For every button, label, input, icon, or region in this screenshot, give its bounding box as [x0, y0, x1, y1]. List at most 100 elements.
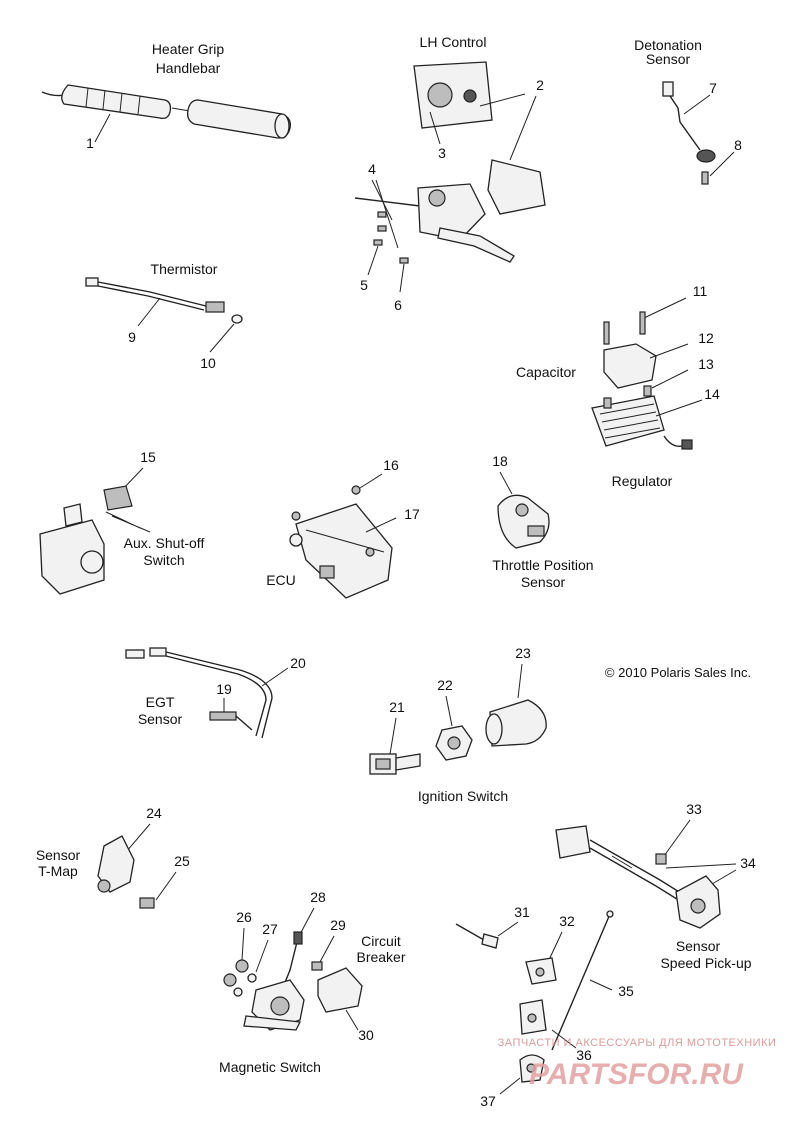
callout-26: 26: [236, 909, 252, 925]
ecu-body: [295, 503, 393, 599]
speed-pickup-clip: [655, 853, 667, 865]
watermark-tagline: ЗАПЧАСТИ И АКСЕССУАРЫ ДЛЯ МОТОТЕХНИКИ: [498, 1037, 777, 1049]
callout-17: 17: [404, 506, 420, 522]
callout-24: 24: [146, 805, 162, 821]
callout-23: 23: [515, 645, 531, 661]
callout-19: 19: [216, 681, 232, 697]
watermark-brand: PARTSFOR.RU: [529, 1058, 744, 1091]
callout-30: 30: [358, 1027, 374, 1043]
capacitor-screw-right: [639, 311, 646, 335]
detonation-bolt: [701, 171, 709, 185]
heater-grip-element: [61, 84, 172, 120]
capacitor-regulator-group: 11 Capacitor 12 13 14 Regulator: [516, 283, 720, 489]
detonation-label-line1: Detonation: [634, 37, 702, 53]
tps-label-line2: Sensor: [521, 574, 566, 590]
callout-35: 35: [618, 983, 634, 999]
ignition-switch-body: [489, 699, 547, 747]
nut-26b: [223, 973, 237, 987]
brake-lever: [437, 227, 515, 263]
callout-3: 3: [438, 145, 446, 161]
aux-switch-housing: [39, 519, 105, 595]
capacitor-label: Capacitor: [516, 364, 576, 380]
thermistor-label: Thermistor: [151, 261, 218, 277]
callout-28: 28: [310, 889, 326, 905]
push-rivet-pin: [455, 923, 485, 941]
nut-26a: [235, 959, 249, 973]
tps-group: 18 Throttle Position Sensor: [492, 453, 593, 590]
screw-4a: [377, 211, 387, 218]
tmap-sensor-body: [97, 835, 135, 893]
handlebar-grip-tube: [186, 99, 291, 139]
callout-32: 32: [559, 913, 575, 929]
regulator-label: Regulator: [612, 473, 673, 489]
aux-switch-button: [103, 485, 133, 511]
callout-25: 25: [174, 853, 190, 869]
magnetic-switch-wire-end: [293, 931, 303, 945]
callout-9: 9: [128, 329, 136, 345]
callout-18: 18: [492, 453, 508, 469]
egt-label-line2: Sensor: [138, 711, 183, 727]
ecu-group: 16 17 ECU: [266, 457, 420, 599]
screw-5: [373, 239, 383, 246]
regulator-spacer: [643, 385, 652, 397]
heater-grip-label-line2: Handlebar: [156, 60, 221, 76]
callout-7: 7: [709, 80, 717, 96]
callout-11: 11: [693, 283, 708, 299]
tmap-sensor-group: Sensor T-Map 24 25: [36, 805, 190, 909]
circuit-breaker-label-line1: Circuit: [361, 933, 401, 949]
thermistor-probe: [205, 301, 225, 313]
egt-connector-a: [125, 649, 145, 659]
callout-5: 5: [360, 277, 368, 293]
callout-31: 31: [514, 904, 530, 920]
callout-12: 12: [698, 330, 714, 346]
aux-shutoff-label-line2: Switch: [143, 552, 184, 568]
callout-34: 34: [740, 855, 756, 871]
washer-27b: [233, 987, 243, 997]
egt-sensor-group: 20 19 EGT Sensor: [125, 647, 306, 739]
regulator-connector: [681, 439, 693, 450]
thermistor-connector: [85, 277, 99, 287]
heater-grip-label-line1: Heater Grip: [152, 41, 225, 57]
capacitor-body: [603, 343, 657, 389]
tmap-screw: [139, 897, 155, 909]
callout-10: 10: [200, 355, 216, 371]
callout-6: 6: [394, 297, 402, 313]
callout-14: 14: [704, 386, 720, 402]
egt-connector-b: [149, 647, 167, 657]
speed-pickup-group: 33 34 Sensor Speed Pick-up: [555, 801, 756, 971]
lh-control-knob: [427, 82, 453, 108]
screw-4b: [377, 225, 387, 232]
speed-pickup-label-line1: Sensor: [676, 938, 721, 954]
callout-27: 27: [262, 921, 278, 937]
fasteners-group: 31 32 35 36 37: [455, 904, 634, 1109]
lh-control-housing-top: [413, 61, 493, 129]
callout-2: 2: [536, 77, 544, 93]
callout-1: 1: [86, 135, 94, 151]
ecu-screw-top: [351, 485, 361, 495]
callout-4: 4: [368, 161, 376, 177]
thermistor-washer: [231, 314, 243, 324]
magnetic-switch-label: Magnetic Switch: [219, 1059, 321, 1075]
cable-tie: [551, 913, 611, 1051]
capacitor-screw-left: [603, 321, 610, 345]
speed-pickup-label-line2: Speed Pick-up: [660, 955, 751, 971]
magnetic-switch-group: 26 27 28 29 Circuit Breaker 30 Magnetic …: [219, 889, 406, 1075]
callout-16: 16: [383, 457, 399, 473]
callout-29: 29: [330, 917, 346, 933]
callout-8: 8: [734, 137, 742, 153]
lh-control-cover: [487, 159, 546, 215]
aux-shutoff-group: 15 Aux. Shut-off Switch: [39, 449, 204, 595]
ignition-switch-label: Ignition Switch: [418, 788, 508, 804]
copyright-text: © 2010 Polaris Sales Inc.: [605, 665, 751, 680]
callout-22: 22: [437, 677, 453, 693]
lh-control-group: LH Control 2 3 4 5 6: [354, 34, 546, 313]
detonation-sensor-body: [696, 149, 716, 163]
washer-27a: [247, 973, 257, 983]
detonation-label-line2: Sensor: [646, 51, 691, 67]
push-rivet-head: [481, 933, 499, 949]
ecu-screw-left: [291, 511, 301, 521]
callout-13: 13: [698, 356, 714, 372]
tmap-label-line2: T-Map: [38, 863, 78, 879]
